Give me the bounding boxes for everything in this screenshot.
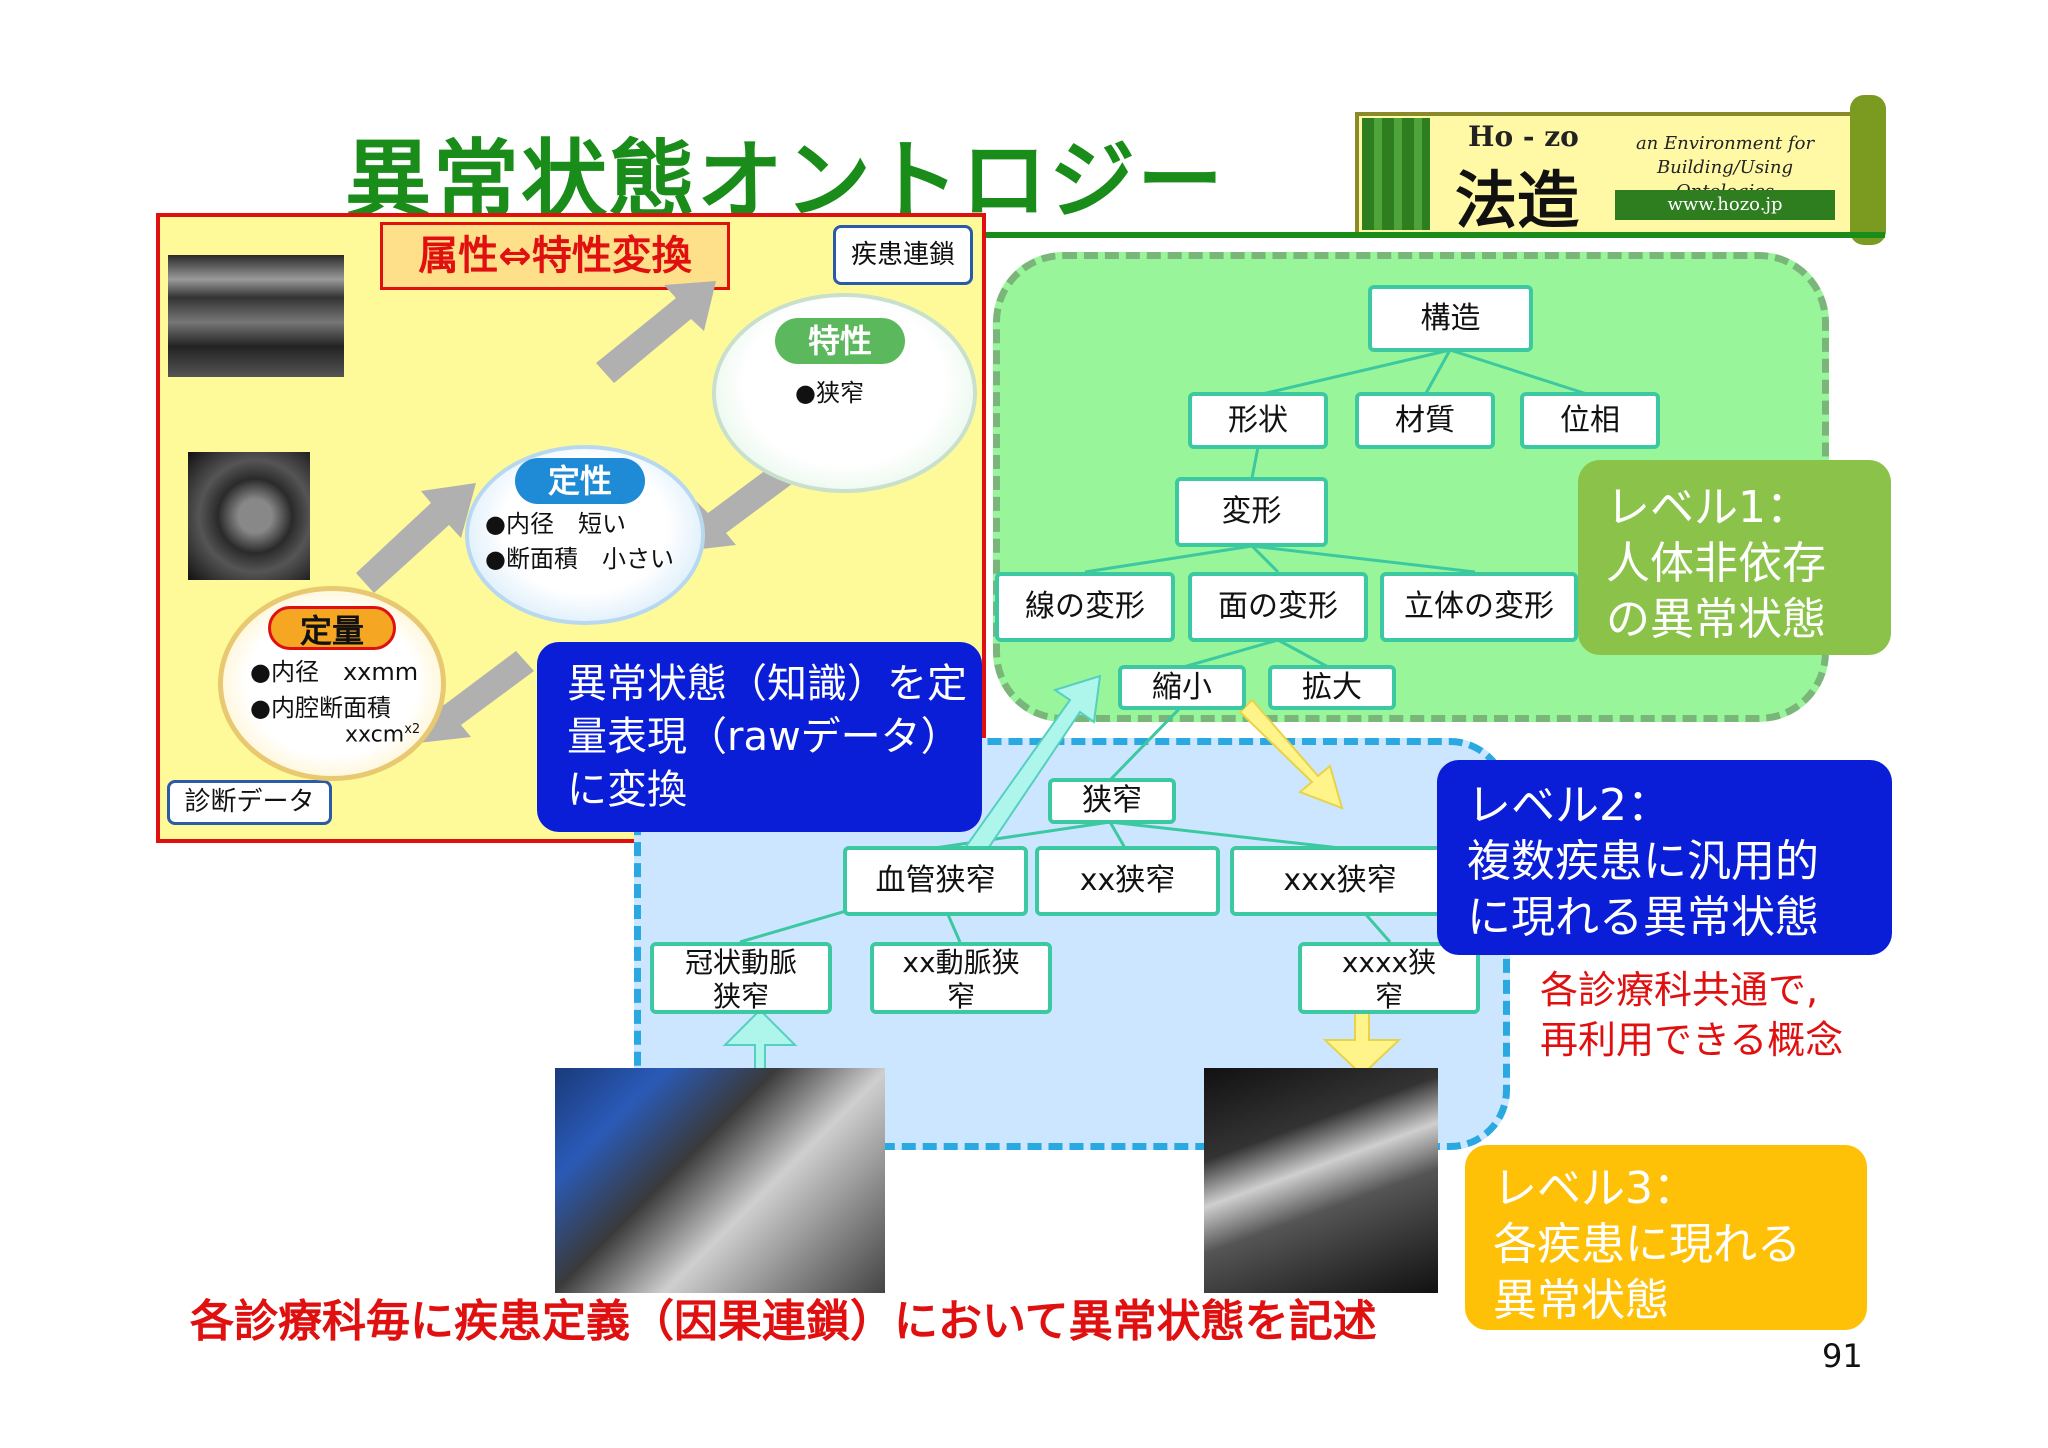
convert-line-3: に変換 (567, 767, 687, 813)
arrow-back-to-quantitative-icon (418, 651, 534, 743)
common-note-line-1: 各診療科共通で, (1540, 968, 1819, 1012)
level3-box: レベル3： 各疾患に現れる 異常状態 (1465, 1145, 1867, 1330)
characteristic-label: 特性 (775, 318, 905, 364)
node-coronary-line2: 狭窄 (712, 980, 769, 1013)
quantitative-exponent: x2 (404, 722, 421, 737)
cycle-arrows (356, 281, 796, 743)
disease-chain-tag: 疾患連鎖 (833, 225, 973, 285)
level1-box: レベル1： 人体非依存 の異常状態 (1578, 460, 1891, 655)
node-solid-deformation[interactable]: 立体の変形 (1380, 572, 1578, 642)
node-vascular-stenosis[interactable]: 血管狭窄 (843, 846, 1028, 916)
node-shape[interactable]: 形状 (1188, 392, 1328, 449)
qualitative-item-2: ●断面積 小さい (485, 545, 674, 573)
node-xx-artery-line2: 窄 (946, 980, 975, 1013)
level2-title: レベル2： (1467, 780, 1671, 831)
scroll-roller-icon (1850, 95, 1886, 245)
convert-explanation-box: 異常状態（知識）を定 量表現（rawデータ） に変換 (537, 642, 982, 832)
node-xx-artery-stenosis[interactable]: xx動脈狭 窄 (870, 942, 1052, 1014)
node-surface-deformation[interactable]: 面の変形 (1188, 572, 1368, 642)
node-coronary-stenosis[interactable]: 冠状動脈 狭窄 (650, 942, 832, 1014)
qualitative-item-1: ●内径 短い (485, 510, 626, 538)
level1-title: レベル1： (1606, 482, 1810, 533)
ultrasound-image-longitudinal (168, 255, 344, 377)
node-shrink[interactable]: 縮小 (1118, 665, 1246, 710)
ultrasound-image-cross-section (188, 452, 310, 580)
down-arrow-icon (1322, 1004, 1402, 1077)
qualitative-label: 定性 (515, 458, 645, 504)
clinician-photo-right (1204, 1068, 1438, 1293)
level2-line-2: に現れる異常状態 (1467, 892, 1819, 943)
level1-line-1: 人体非依存 (1606, 538, 1826, 589)
link-down-arrow-icon (1238, 698, 1344, 810)
node-stenosis[interactable]: 狭窄 (1048, 778, 1176, 824)
convert-line-2: 量表現（rawデータ） (567, 714, 961, 760)
level2-box: レベル2： 複数疾患に汎用的 に現れる異常状態 (1437, 760, 1892, 955)
node-xx-artery-line1: xx動脈狭 (902, 946, 1020, 979)
convert-line-1: 異常状態（知識）を定 (567, 661, 967, 707)
node-topology[interactable]: 位相 (1520, 392, 1660, 449)
characteristic-item: ●狭窄 (795, 379, 864, 407)
node-deformation[interactable]: 変形 (1175, 477, 1328, 547)
logo-tagline-1: an Environment for (1635, 133, 1815, 154)
clinician-photo-left (555, 1068, 885, 1293)
level1-line-2: の異常状態 (1606, 594, 1826, 645)
attribute-conversion-label: 属性⇔特性変換 (380, 222, 730, 290)
level2-line-1: 複数疾患に汎用的 (1467, 836, 1819, 887)
bottom-caption: 各診療科毎に疾患定義（因果連鎖）において異常状態を記述 (190, 1296, 1377, 1347)
node-xxxx-line2: 窄 (1374, 980, 1403, 1013)
node-expand[interactable]: 拡大 (1268, 665, 1396, 710)
level3-line-1: 各疾患に現れる (1493, 1219, 1801, 1270)
node-line-deformation[interactable]: 線の変形 (995, 572, 1175, 642)
quantitative-item-1: ●内径 xxmm (250, 658, 419, 686)
node-xxx-stenosis[interactable]: xxx狭窄 (1230, 846, 1450, 916)
level3-title: レベル3： (1493, 1163, 1697, 1214)
arrow-to-characteristic-icon (596, 281, 716, 383)
level3-line-2: 異常状態 (1493, 1275, 1669, 1326)
header-divider (985, 232, 1885, 238)
diagnosis-data-tag: 診断データ (167, 780, 332, 825)
quantitative-item-2: ●内腔断面積 (250, 694, 391, 722)
node-xx-stenosis[interactable]: xx狭窄 (1035, 846, 1220, 916)
logo-kanji-name: 法造 (1455, 164, 1580, 237)
quantitative-item-3: xxcmx2 (345, 722, 420, 747)
link-up-arrow-icon (958, 674, 1102, 870)
arrow-to-qualitative-icon (356, 483, 476, 593)
logo-roman-name: Ho - zo (1468, 120, 1579, 153)
page-number: 91 (1822, 1337, 1863, 1375)
node-material[interactable]: 材質 (1355, 392, 1495, 449)
logo-url: www.hozo.jp (1615, 190, 1835, 220)
node-coronary-line1: 冠状動脈 (684, 946, 797, 979)
node-structure[interactable]: 構造 (1368, 285, 1533, 352)
bamboo-icon (1362, 118, 1430, 230)
quantitative-label: 定量 (268, 606, 396, 650)
arrow-back-to-qualitative-icon (684, 461, 796, 551)
quantitative-value: xxcm (345, 722, 405, 748)
node-xxxx-line1: xxxx狭 (1341, 946, 1437, 979)
node-xxxx-stenosis[interactable]: xxxx狭 窄 (1298, 942, 1480, 1014)
common-concept-note: 各診療科共通で, 再利用できる概念 (1540, 965, 1843, 1065)
common-note-line-2: 再利用できる概念 (1540, 1018, 1844, 1062)
